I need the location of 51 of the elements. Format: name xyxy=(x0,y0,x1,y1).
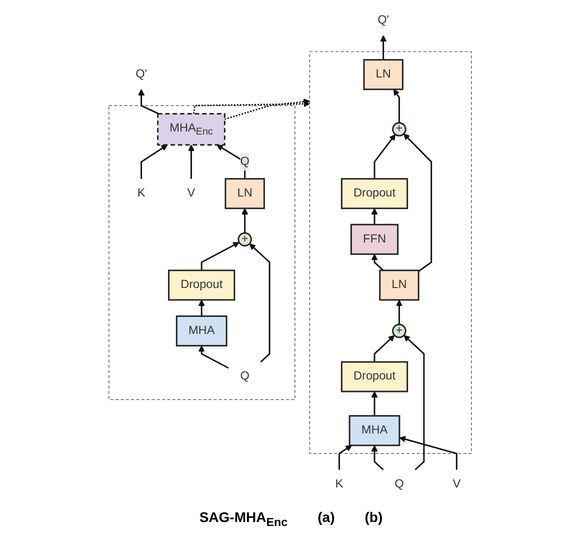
arrow xyxy=(198,345,230,369)
arrow xyxy=(372,445,384,470)
arrow xyxy=(404,134,432,272)
edge-label: Q xyxy=(240,155,250,168)
caption-label: SAG-MHA$_{Enc}$ xyxy=(199,509,288,529)
caption-label: (b) xyxy=(364,509,383,528)
arrow xyxy=(399,436,458,470)
node-text: V xyxy=(188,186,196,200)
arrow xyxy=(396,300,403,325)
node-box: Dropout xyxy=(168,270,236,301)
arrow xyxy=(380,35,387,60)
arrow xyxy=(198,300,206,316)
arrow xyxy=(201,242,240,270)
node-box: LN xyxy=(364,59,404,90)
arrow xyxy=(372,391,378,416)
node-text: Q xyxy=(240,370,250,383)
node-text: K xyxy=(138,186,146,200)
node-box: FFN xyxy=(350,224,399,255)
arrow xyxy=(193,100,310,114)
node-circle: + xyxy=(392,122,407,136)
node-circle: + xyxy=(238,232,252,247)
arrow xyxy=(404,335,426,470)
node-box: Dropout xyxy=(341,361,408,392)
arrow xyxy=(250,243,271,362)
cluster xyxy=(108,105,296,400)
node-box: LN xyxy=(379,270,420,301)
node-box: MHA$_{Enc}$ xyxy=(157,112,226,146)
node-box: Dropout xyxy=(341,178,408,210)
arrow xyxy=(224,98,310,120)
node-box: MHA xyxy=(176,315,228,346)
node-text: Q' xyxy=(378,14,390,27)
arrow xyxy=(216,144,246,179)
arrow xyxy=(138,89,160,114)
node-box: MHA xyxy=(349,415,401,446)
node-text: Q xyxy=(394,478,404,490)
node-text: Q' xyxy=(136,68,148,80)
arrow xyxy=(394,89,400,123)
node-circle: + xyxy=(392,324,407,338)
caption-label: (a) xyxy=(318,509,335,528)
arrow xyxy=(372,208,378,225)
arrow xyxy=(338,445,352,470)
arrow xyxy=(372,254,384,271)
node-text: K xyxy=(336,478,344,490)
arrow xyxy=(188,144,195,179)
arrow xyxy=(374,134,396,179)
arrow xyxy=(242,208,248,233)
node-box: LN xyxy=(225,178,266,210)
arrow xyxy=(374,335,396,362)
arrow xyxy=(140,144,168,179)
node-text: V xyxy=(453,478,461,490)
cluster xyxy=(310,51,472,454)
